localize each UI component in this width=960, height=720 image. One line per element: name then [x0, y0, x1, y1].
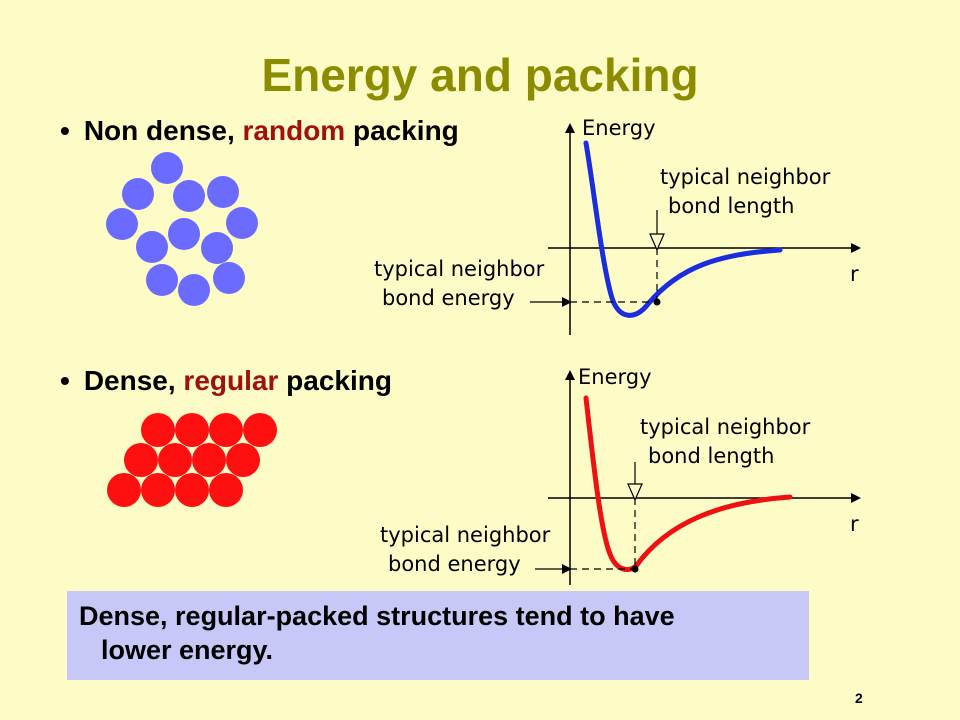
atom — [201, 232, 233, 264]
atom — [136, 231, 168, 263]
atom — [243, 413, 277, 447]
atom — [209, 473, 243, 507]
atom — [141, 473, 175, 507]
conclusion-line1: Dense, regular-packed structures tend to… — [79, 601, 675, 631]
atom — [122, 178, 154, 210]
bullet-accent: random — [242, 115, 346, 146]
atom — [168, 218, 200, 250]
potential-curve — [583, 140, 783, 318]
atom — [151, 152, 183, 184]
conclusion-box: Dense, regular-packed structures tend to… — [67, 591, 809, 680]
bond-length-label-line1: typical neighbor — [660, 165, 831, 189]
atom — [141, 413, 175, 447]
bond-energy-label-line2: bond energy — [382, 286, 515, 310]
bond-energy-label-line1: typical neighbor — [380, 523, 551, 547]
bullet-accent: regular — [183, 365, 279, 396]
atom — [158, 443, 192, 477]
atom — [146, 264, 178, 296]
bond-length-arrowhead — [649, 233, 665, 252]
slide-title: Energy and packing — [261, 49, 699, 101]
atom — [124, 443, 158, 477]
energy-plot-random: Energy r typical neighbor bond length ty… — [374, 116, 861, 335]
bond-length-label-line2: bond length — [668, 194, 794, 218]
atom — [213, 262, 245, 294]
y-axis-label: Energy — [582, 116, 656, 140]
atom — [209, 413, 243, 447]
atom — [178, 274, 210, 306]
bullet-dot: • — [60, 365, 70, 396]
minimum-point — [631, 565, 639, 573]
atom — [207, 176, 239, 208]
y-axis-label: Energy — [578, 365, 652, 389]
bullet-suffix: packing — [345, 115, 459, 146]
x-axis-label: r — [850, 262, 859, 286]
bullet-prefix: Non dense, — [83, 115, 243, 146]
bond-length-label-line2: bond length — [648, 444, 774, 468]
atom — [192, 443, 226, 477]
bullet-regular-packing: • Dense, regular packing — [60, 365, 392, 397]
bond-length-label-line1: typical neighbor — [640, 415, 811, 439]
bullet-random-packing: • Non dense, random packing — [60, 115, 459, 147]
conclusion-line2: lower energy. — [101, 635, 274, 665]
bond-length-arrowhead — [627, 483, 643, 502]
bullet-prefix: Dense, — [83, 365, 184, 396]
atom — [106, 208, 138, 240]
atom — [175, 473, 209, 507]
atom — [173, 180, 205, 212]
bond-energy-label-line2: bond energy — [388, 552, 521, 576]
bond-energy-label-line1: typical neighbor — [374, 257, 545, 281]
atom — [175, 413, 209, 447]
atom — [226, 443, 260, 477]
atom — [226, 207, 258, 239]
regular-atom-cluster — [107, 413, 277, 507]
page-number: 2 — [855, 690, 863, 706]
bullet-suffix: packing — [278, 365, 392, 396]
minimum-point — [653, 298, 661, 306]
atom — [107, 473, 141, 507]
bullet-dot: • — [60, 115, 70, 146]
x-axis-label: r — [850, 512, 859, 536]
energy-plot-regular: Energy r typical neighbor bond length ty… — [380, 365, 861, 585]
random-atom-cluster — [106, 152, 258, 306]
